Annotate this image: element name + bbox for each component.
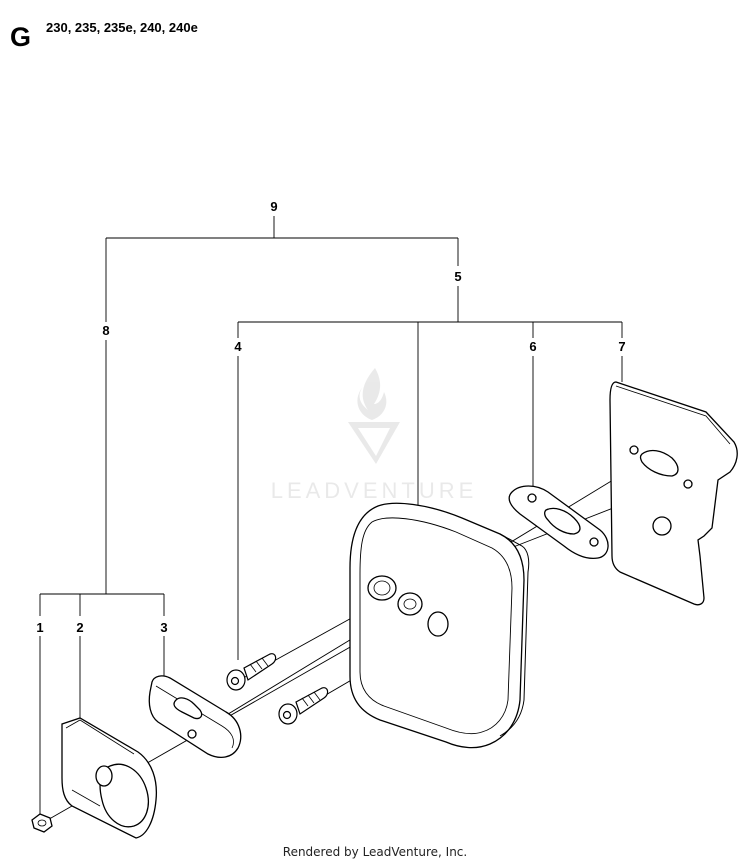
callout-5: 5 xyxy=(454,269,461,284)
muffler-body xyxy=(349,502,530,749)
callout-9: 9 xyxy=(270,199,277,214)
leadventure-watermark: LEADVENTURE xyxy=(271,368,478,503)
watermark-text: LEADVENTURE xyxy=(271,478,478,503)
arrestor-outlet xyxy=(95,765,113,787)
section-letter: G xyxy=(10,22,32,52)
spark-arrestor-cover xyxy=(61,717,158,839)
screw-socket-icon xyxy=(230,676,240,686)
callout-3: 3 xyxy=(160,620,167,635)
muffler-port-lower xyxy=(427,611,449,637)
callout-4: 4 xyxy=(234,339,242,354)
muffler-screws xyxy=(226,653,329,725)
shield-exhaust-hole xyxy=(639,449,679,477)
callout-8: 8 xyxy=(102,323,109,338)
screw-socket-icon xyxy=(282,710,292,720)
v-logo-icon xyxy=(348,422,400,464)
gasket-port xyxy=(544,507,581,535)
callout-labels: 9 8 5 4 6 7 1 2 3 xyxy=(36,199,625,635)
gasket-bolt-hole-left xyxy=(527,493,537,503)
leader-5 xyxy=(238,238,622,323)
leader-8-branches xyxy=(39,593,165,616)
gasket-bolt-hole-right xyxy=(589,537,599,547)
screw-upper xyxy=(226,653,277,691)
screw-lower xyxy=(278,687,329,725)
deflector-slot xyxy=(173,697,203,720)
footer-credit: Rendered by LeadVenture, Inc. xyxy=(282,845,468,859)
shield-round-hole xyxy=(652,516,672,536)
model-list: 230, 235, 235e, 240, 240e xyxy=(46,20,198,35)
muffler-port-upper xyxy=(367,575,397,601)
exhaust-gasket xyxy=(508,485,609,560)
shield-bolt-hole-bottom xyxy=(683,479,693,489)
hex-nut xyxy=(31,813,53,833)
callout-6: 6 xyxy=(529,339,536,354)
shield-bolt-hole-top xyxy=(629,445,639,455)
deflector-plate xyxy=(148,675,242,759)
muffler-port-middle xyxy=(397,592,423,616)
callout-1: 1 xyxy=(36,620,43,635)
callout-2: 2 xyxy=(76,620,83,635)
leader-9 xyxy=(106,216,458,239)
callout-leaders xyxy=(39,216,623,818)
callout-7: 7 xyxy=(618,339,625,354)
heat-shield-plate xyxy=(609,381,738,606)
flame-logo-icon xyxy=(357,368,387,420)
deflector-hole xyxy=(187,729,197,739)
